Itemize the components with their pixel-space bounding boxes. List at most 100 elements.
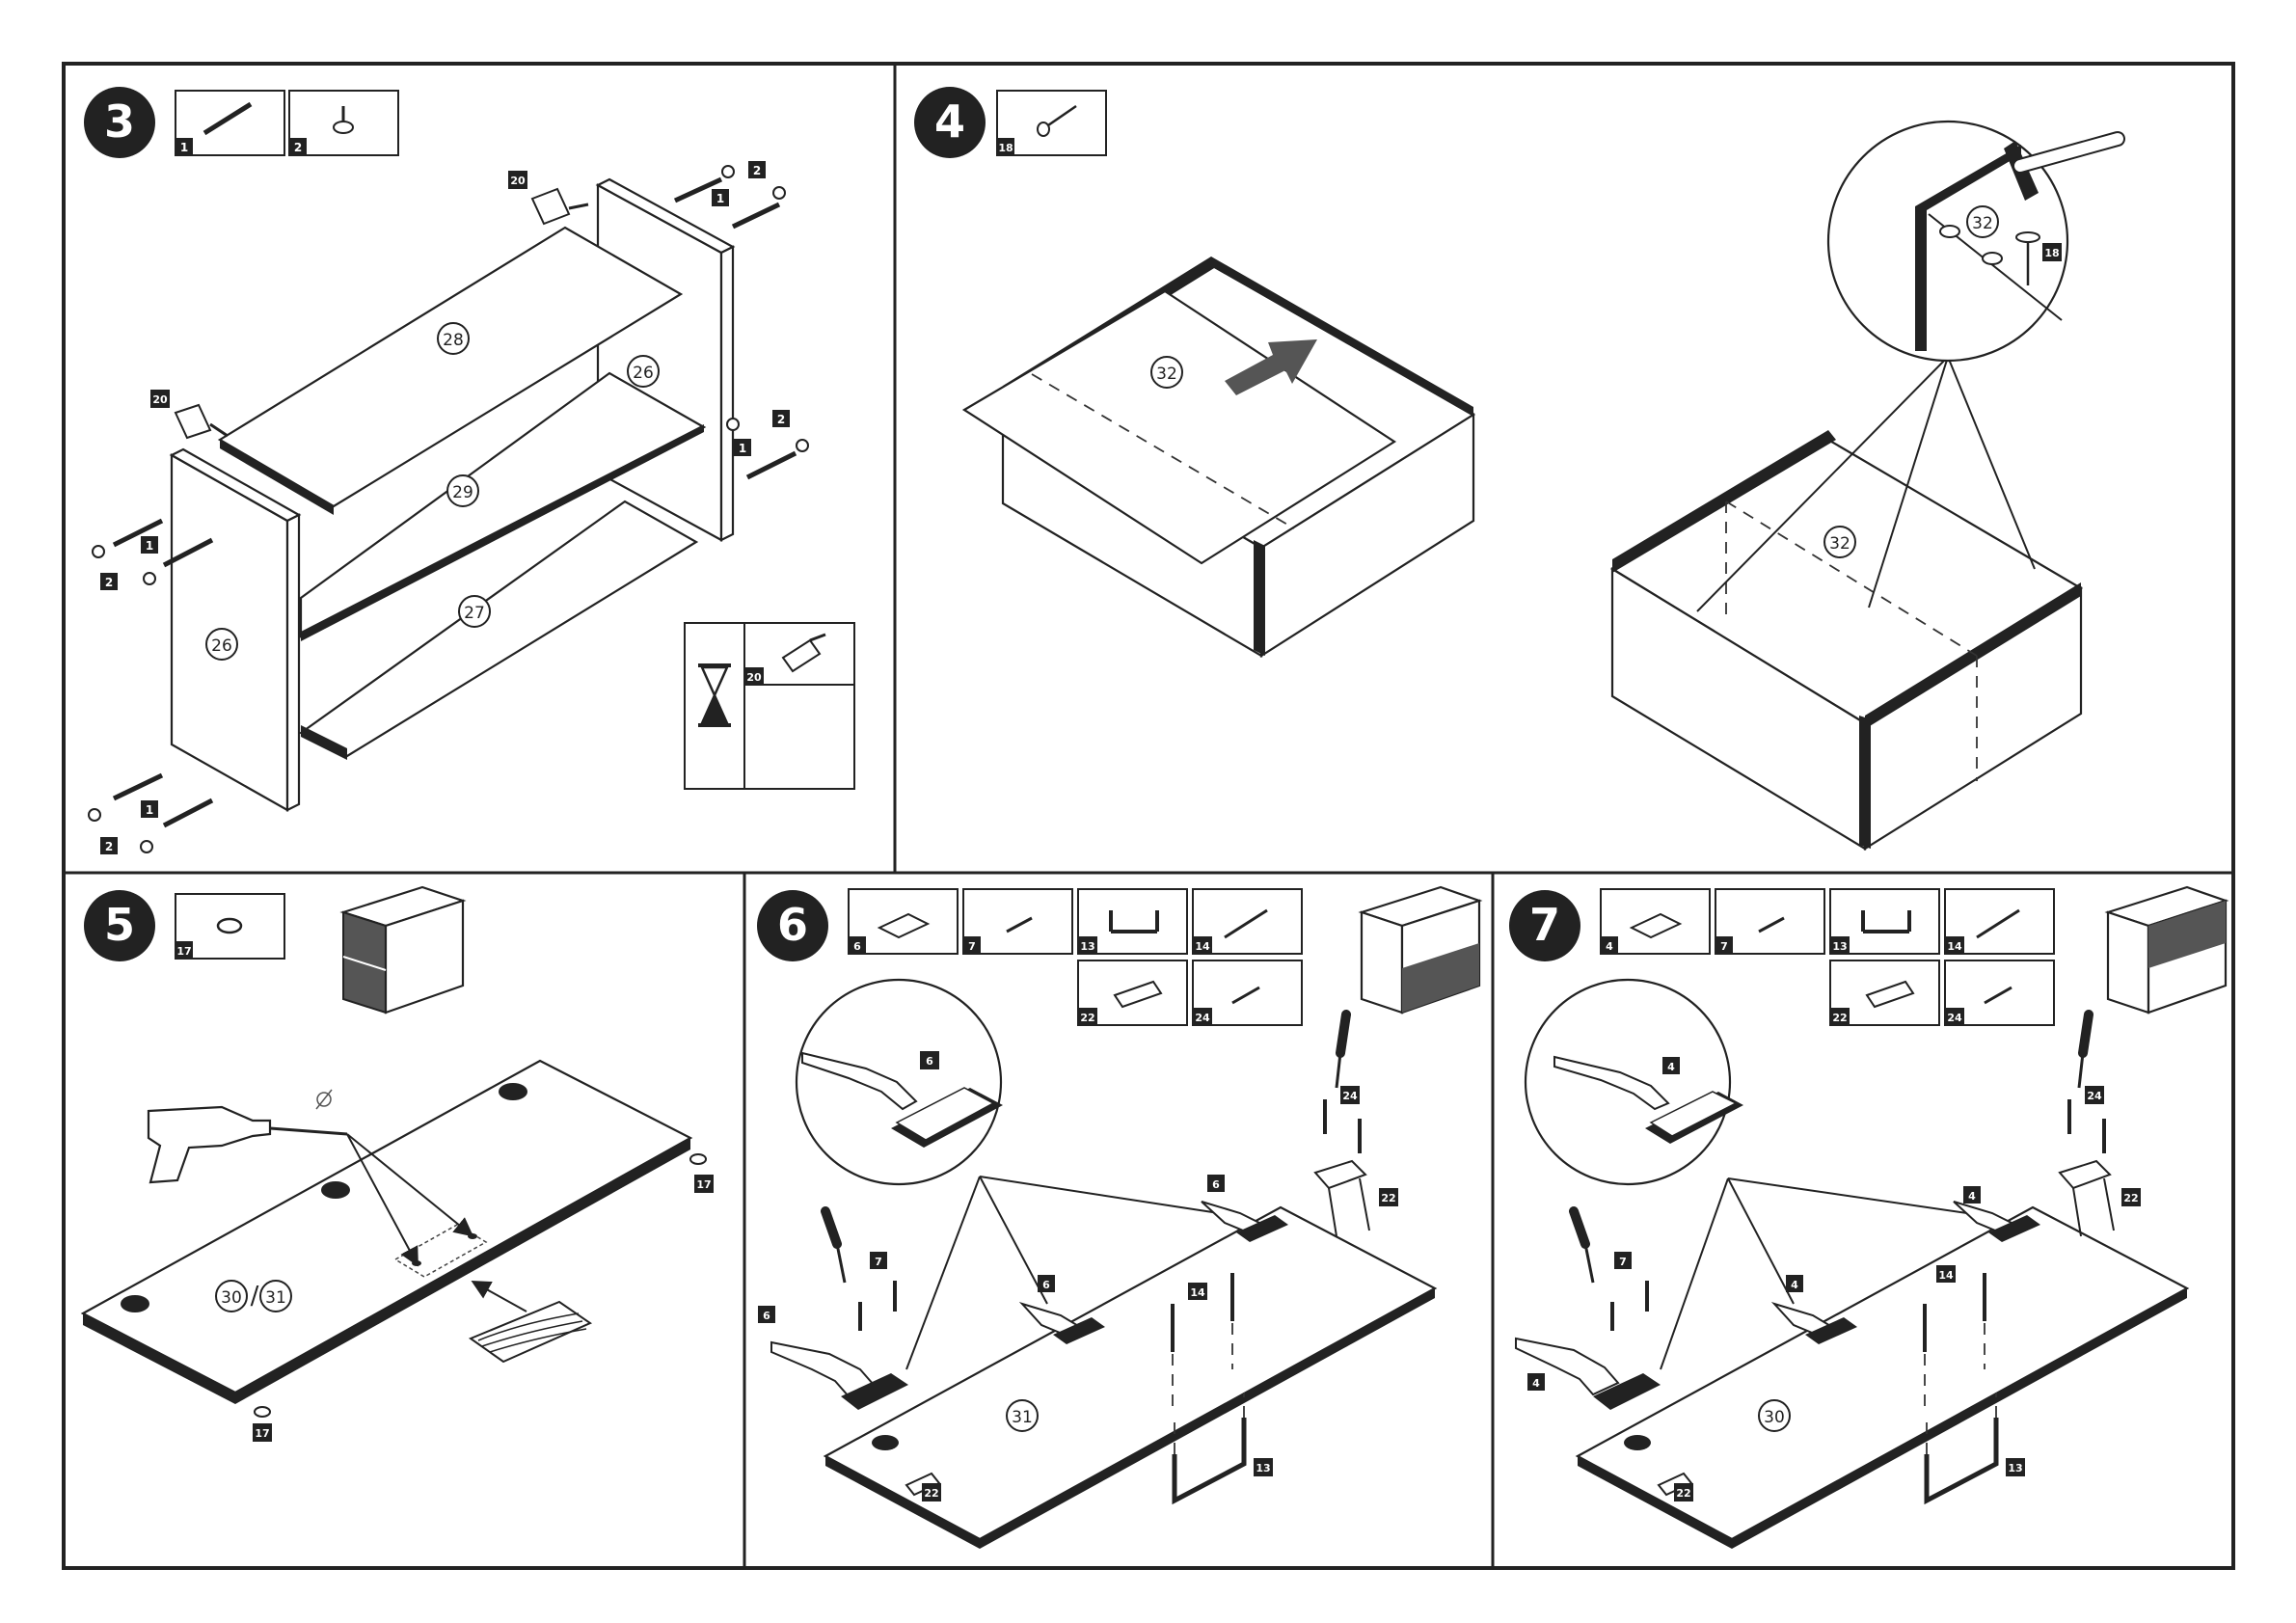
step-5-number: 5 bbox=[104, 899, 135, 951]
svg-text:22: 22 bbox=[1832, 1012, 1847, 1024]
wood-sample-icon bbox=[471, 1283, 590, 1362]
svg-text:/: / bbox=[251, 1282, 259, 1311]
step-3-label-26-back: 26 bbox=[633, 364, 654, 383]
svg-text:18: 18 bbox=[998, 142, 1013, 154]
step-3-label-27: 27 bbox=[464, 604, 485, 623]
svg-text:22: 22 bbox=[924, 1487, 938, 1500]
svg-text:13: 13 bbox=[1080, 940, 1094, 953]
step-4-label-32-b: 32 bbox=[1829, 534, 1850, 554]
step-4-panel: 4 18 32 bbox=[914, 87, 2118, 849]
svg-text:1: 1 bbox=[146, 539, 153, 553]
step-3-label-29: 29 bbox=[452, 483, 473, 502]
step-3-number-badge: 3 bbox=[84, 87, 155, 158]
svg-text:13: 13 bbox=[1832, 940, 1847, 953]
step-3-glue-tube-top: 20 bbox=[508, 171, 588, 224]
step-6-cabinet-thumbnail bbox=[1362, 887, 1479, 1013]
svg-text:1: 1 bbox=[716, 192, 724, 205]
svg-text:6: 6 bbox=[1042, 1279, 1050, 1291]
svg-text:14: 14 bbox=[1195, 940, 1210, 953]
step-3-number: 3 bbox=[104, 95, 135, 148]
step-3-glue-tube-left: 20 bbox=[150, 390, 228, 438]
step-3-label-cap-2c: 2 bbox=[100, 573, 118, 590]
svg-text:1: 1 bbox=[180, 141, 188, 154]
step-3-label-cap-2d: 2 bbox=[100, 837, 118, 854]
step-3-label-screw-1b: 1 bbox=[734, 439, 751, 456]
svg-text:4: 4 bbox=[1532, 1377, 1540, 1390]
step-4-zoom-detail: 32 18 bbox=[1828, 122, 2118, 361]
step-3-part-box-screw: 1 bbox=[176, 91, 284, 155]
svg-text:4: 4 bbox=[1791, 1279, 1798, 1291]
step-5-foot-right: 17 bbox=[690, 1154, 714, 1193]
step-6-door-panel: 31 bbox=[825, 1207, 1435, 1549]
step-4-number: 4 bbox=[934, 95, 965, 148]
svg-text:24: 24 bbox=[1342, 1090, 1358, 1102]
step-7-hinge-zoom: 4 bbox=[1526, 980, 1743, 1184]
svg-text:7: 7 bbox=[968, 940, 976, 953]
step-6-panel: 6 6 7 13 14 22 24 bbox=[757, 887, 1479, 1549]
step-6-number: 6 bbox=[777, 899, 808, 951]
step-3-part-box-cap: 2 bbox=[289, 91, 398, 155]
svg-text:6: 6 bbox=[1212, 1178, 1220, 1191]
step-7-number-badge: 7 bbox=[1509, 890, 1580, 961]
svg-text:24: 24 bbox=[1947, 1012, 1962, 1024]
step-3-label-26-front: 26 bbox=[211, 636, 232, 656]
step-3-front-side-panel: 26 bbox=[172, 449, 299, 810]
svg-text:4: 4 bbox=[1667, 1061, 1675, 1073]
svg-text:2: 2 bbox=[294, 141, 302, 154]
svg-text:17: 17 bbox=[176, 945, 191, 958]
step-3-label-screw-1a: 1 bbox=[712, 189, 729, 206]
svg-text:20: 20 bbox=[510, 175, 526, 187]
svg-text:22: 22 bbox=[2123, 1192, 2138, 1204]
svg-text:1: 1 bbox=[146, 803, 153, 817]
step-3-panel: 3 1 2 26 28 bbox=[84, 87, 854, 854]
svg-text:6: 6 bbox=[926, 1055, 933, 1068]
svg-text:2: 2 bbox=[777, 413, 785, 426]
step-7-screwdriver-left-icon bbox=[1574, 1211, 1593, 1283]
svg-text:7: 7 bbox=[1619, 1256, 1627, 1268]
step-5-label-30: 30 bbox=[221, 1288, 242, 1308]
svg-text:2: 2 bbox=[753, 164, 761, 177]
step-4-number-badge: 4 bbox=[914, 87, 986, 158]
step-5-cabinet-thumbnail bbox=[343, 887, 463, 1013]
step-5-number-badge: 5 bbox=[84, 890, 155, 961]
step-5-panel: 5 17 30 / 31 bbox=[83, 887, 714, 1442]
step-7-screwdriver-right-icon bbox=[2079, 1014, 2089, 1088]
svg-text:18: 18 bbox=[2044, 247, 2059, 259]
svg-text:1: 1 bbox=[739, 442, 746, 455]
step-7-label-30: 30 bbox=[1764, 1408, 1785, 1427]
step-3-label-screw-1c: 1 bbox=[141, 536, 158, 554]
step-6-screwdriver-right-icon bbox=[1337, 1014, 1346, 1088]
svg-text:20: 20 bbox=[152, 393, 168, 406]
step-7-door-panel: 30 bbox=[1578, 1207, 2187, 1549]
step-6-number-badge: 6 bbox=[757, 890, 828, 961]
svg-text:20: 20 bbox=[746, 671, 762, 684]
svg-text:24: 24 bbox=[1195, 1012, 1210, 1024]
step-3-glue-wait-box: 20 bbox=[685, 623, 854, 789]
step-3-back-side-panel: 26 bbox=[598, 179, 733, 540]
svg-text:22: 22 bbox=[1381, 1192, 1395, 1204]
step-4-label-32-zoom: 32 bbox=[1972, 214, 1993, 233]
svg-text:14: 14 bbox=[1938, 1269, 1954, 1282]
svg-text:14: 14 bbox=[1947, 940, 1962, 953]
svg-text:2: 2 bbox=[105, 576, 113, 589]
step-5-part-box-foot: 17 bbox=[176, 894, 284, 959]
step-7-cabinet-thumbnail bbox=[2108, 887, 2226, 1013]
svg-text:17: 17 bbox=[255, 1427, 269, 1440]
svg-text:4: 4 bbox=[1968, 1190, 1976, 1203]
step-4-cabinet-left: 32 bbox=[964, 257, 1473, 656]
step-7-panel: 7 4 7 13 14 22 24 bbox=[1509, 887, 2226, 1549]
step-4-part-box-nail: 18 bbox=[997, 91, 1106, 155]
svg-text:13: 13 bbox=[1256, 1462, 1270, 1474]
svg-text:6: 6 bbox=[853, 940, 861, 953]
step-3-label-cap-2a: 2 bbox=[748, 161, 766, 178]
svg-text:24: 24 bbox=[2087, 1090, 2102, 1102]
svg-text:2: 2 bbox=[105, 840, 113, 853]
svg-text:14: 14 bbox=[1190, 1286, 1205, 1299]
svg-text:17: 17 bbox=[696, 1178, 711, 1191]
svg-text:4: 4 bbox=[1606, 940, 1613, 953]
step-3-label-cap-2b: 2 bbox=[772, 410, 790, 427]
svg-text:6: 6 bbox=[763, 1310, 770, 1322]
step-4-cabinet-right: 32 bbox=[1612, 430, 2081, 849]
svg-text:22: 22 bbox=[1080, 1012, 1094, 1024]
